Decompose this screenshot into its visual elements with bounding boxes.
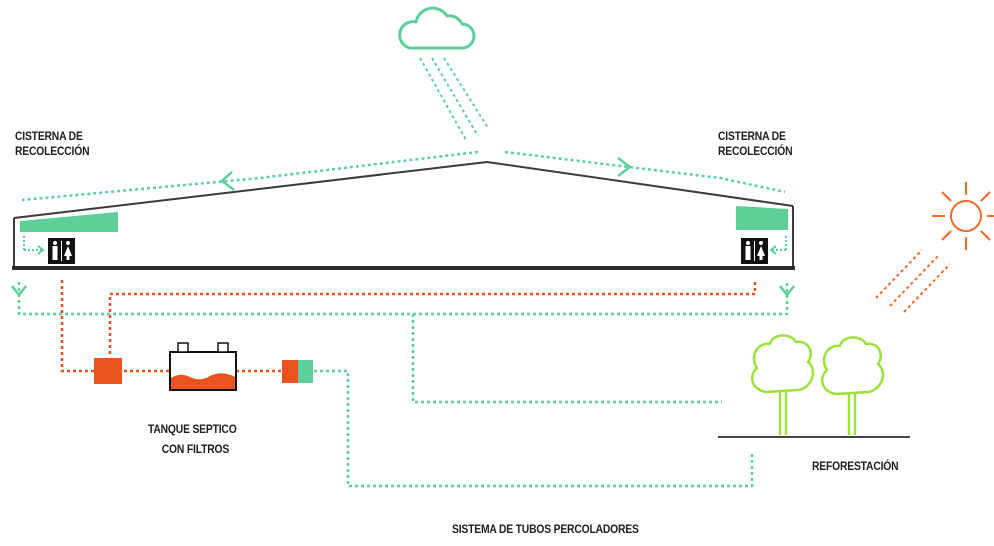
restroom-icon — [741, 238, 768, 264]
rain-streaks — [419, 57, 489, 141]
supply-arrow-left — [23, 236, 45, 255]
building-shell — [12, 160, 795, 270]
percolator-line — [314, 369, 754, 488]
septic-tank-icon — [169, 342, 237, 391]
cistern-right-label: CISTERNA DE RECOLECCIÓN — [718, 129, 793, 159]
percolator-system-label: SISTEMA DE TUBOS PERCOLADORES — [452, 522, 639, 537]
roof-flow-arrow-right — [617, 157, 633, 177]
septic-tank-label-line2: CON FILTROS — [161, 442, 230, 456]
percolator-system-label-text: SISTEMA DE TUBOS PERCOLADORES — [452, 522, 639, 536]
cistern-right-tank — [736, 206, 788, 230]
cistern-right-label-line1: CISTERNA DE — [718, 129, 786, 143]
reforestation-label: REFORESTACIÓN — [812, 459, 899, 474]
tree-icon — [820, 336, 885, 435]
greywater-line — [17, 282, 789, 404]
septic-tank-label-line1: TANQUE SEPTICO — [148, 422, 237, 436]
sun-icon — [932, 182, 994, 250]
filter-box-inlet — [94, 358, 122, 384]
filter-box-outlet — [282, 360, 313, 383]
cloud-icon — [398, 6, 476, 50]
reforestation-label-text: REFORESTACIÓN — [812, 459, 899, 473]
cistern-left-tank — [20, 212, 118, 232]
roof-runoff-lines — [21, 150, 786, 202]
cistern-left-label: CISTERNA DE RECOLECCIÓN — [15, 129, 90, 159]
septic-tank-label: TANQUE SEPTICO CON FILTROS — [148, 419, 237, 459]
tree-icon — [750, 334, 815, 435]
cistern-right-label-line2: RECOLECCIÓN — [718, 144, 793, 158]
sun-rays — [875, 249, 951, 313]
cistern-left-label-line2: RECOLECCIÓN — [15, 144, 90, 158]
restroom-icon — [48, 238, 75, 264]
sewage-line — [60, 280, 757, 373]
roof-flow-arrow-left — [220, 171, 235, 191]
cistern-left-label-line1: CISTERNA DE — [15, 129, 83, 143]
supply-arrow-right — [769, 236, 787, 255]
